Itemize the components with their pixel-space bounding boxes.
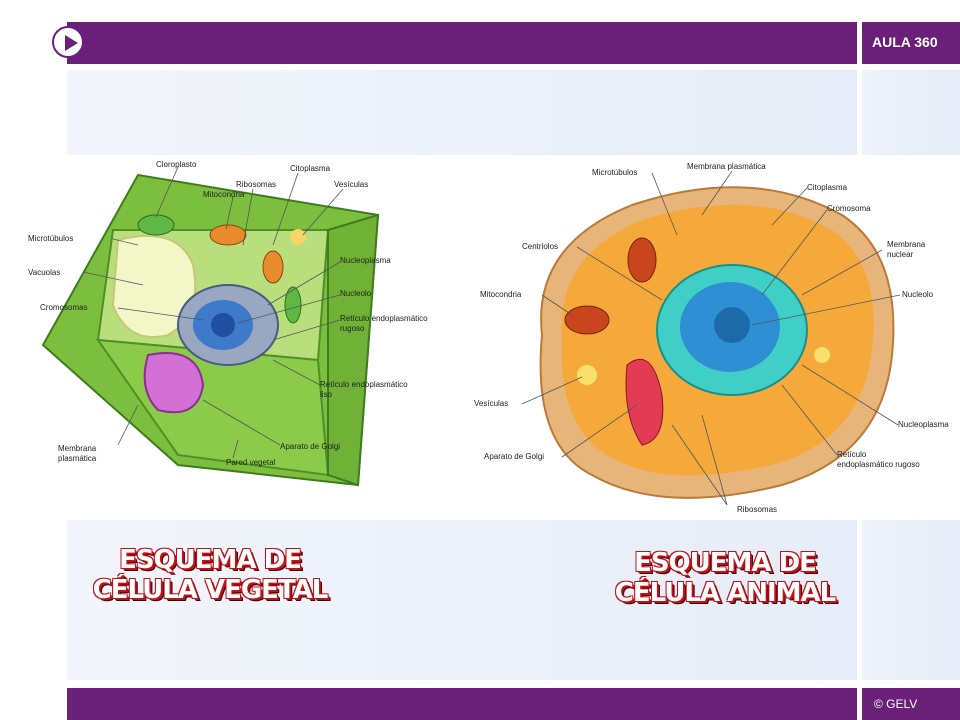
- label-nucleolo: Nucleolo: [902, 290, 934, 299]
- label-golgi: Aparato de Golgi: [484, 452, 544, 461]
- label-citoplasma: Citoplasma: [290, 164, 331, 173]
- animal-caption-line1: ESQUEMA DE: [634, 548, 817, 578]
- label-rer-2: rugoso: [340, 324, 365, 333]
- label-centriolos: Centriolos: [522, 242, 558, 251]
- animal-caption-line2: CÉLULA ANIMAL: [614, 578, 836, 608]
- label-cromosoma: Cromosoma: [827, 204, 871, 213]
- plant-cell-diagram: Cloroplasto Citoplasma Ribosomas Vesícul…: [28, 155, 468, 520]
- label-vacuolas: Vacuolas: [28, 268, 60, 277]
- label-golgi: Aparato de Golgi: [280, 442, 340, 451]
- play-button[interactable]: [52, 26, 84, 58]
- footer-bar: [67, 688, 857, 720]
- label-ribosomas: Ribosomas: [236, 180, 276, 189]
- copyright: © GELV: [874, 697, 918, 711]
- label-nucleoplasma: Nucleoplasma: [340, 256, 391, 265]
- label-membrana-2: plasmática: [58, 454, 97, 463]
- label-rel-2: liso: [320, 390, 333, 399]
- label-rer-2: endoplasmático rugoso: [837, 460, 920, 469]
- label-cromosomas: Cromosomas: [40, 303, 88, 312]
- label-rer-1: Retículo: [837, 450, 867, 459]
- footer-brand-box: [862, 688, 960, 720]
- label-vesiculas: Vesículas: [474, 399, 508, 408]
- brand-title: AULA 360: [872, 34, 938, 50]
- play-icon: [65, 35, 78, 51]
- label-membrana-1: Membrana: [887, 240, 926, 249]
- label-microtubulos: Microtúbulos: [592, 168, 637, 177]
- label-rer-1: Retículo endoplasmático: [340, 314, 428, 323]
- label-nucleoplasma: Nucleoplasma: [898, 420, 949, 429]
- plant-caption-line1: ESQUEMA DE: [119, 545, 302, 575]
- animal-caption: ESQUEMA DE CÉLULA ANIMAL: [580, 548, 870, 608]
- brand-box: [862, 22, 960, 64]
- label-ribosomas: Ribosomas: [737, 505, 777, 514]
- plant-caption-line2: CÉLULA VEGETAL: [92, 575, 329, 605]
- label-mitocondria: Mitocondria: [203, 190, 245, 199]
- label-citoplasma: Citoplasma: [807, 183, 848, 192]
- animal-cell-diagram: Microtúbulos Membrana plasmática Citopla…: [462, 155, 960, 520]
- label-rel-1: Retículo endoplasmático: [320, 380, 408, 389]
- label-membrana-2: nuclear: [887, 250, 914, 259]
- label-membrana-plasmatica: Membrana plasmática: [687, 162, 766, 171]
- label-nucleolo: Nucleolo: [340, 289, 372, 298]
- label-vesiculas: Vesículas: [334, 180, 368, 189]
- label-mitocondria: Mitocondria: [480, 290, 522, 299]
- label-microtubulos: Microtúbulos: [28, 234, 73, 243]
- label-membrana-1: Membrana: [58, 444, 97, 453]
- header-bar: [67, 22, 857, 64]
- label-pared: Pared vegetal: [226, 458, 276, 467]
- label-cloroplasto: Cloroplasto: [156, 160, 197, 169]
- plant-caption: ESQUEMA DE CÉLULA VEGETAL: [60, 545, 360, 605]
